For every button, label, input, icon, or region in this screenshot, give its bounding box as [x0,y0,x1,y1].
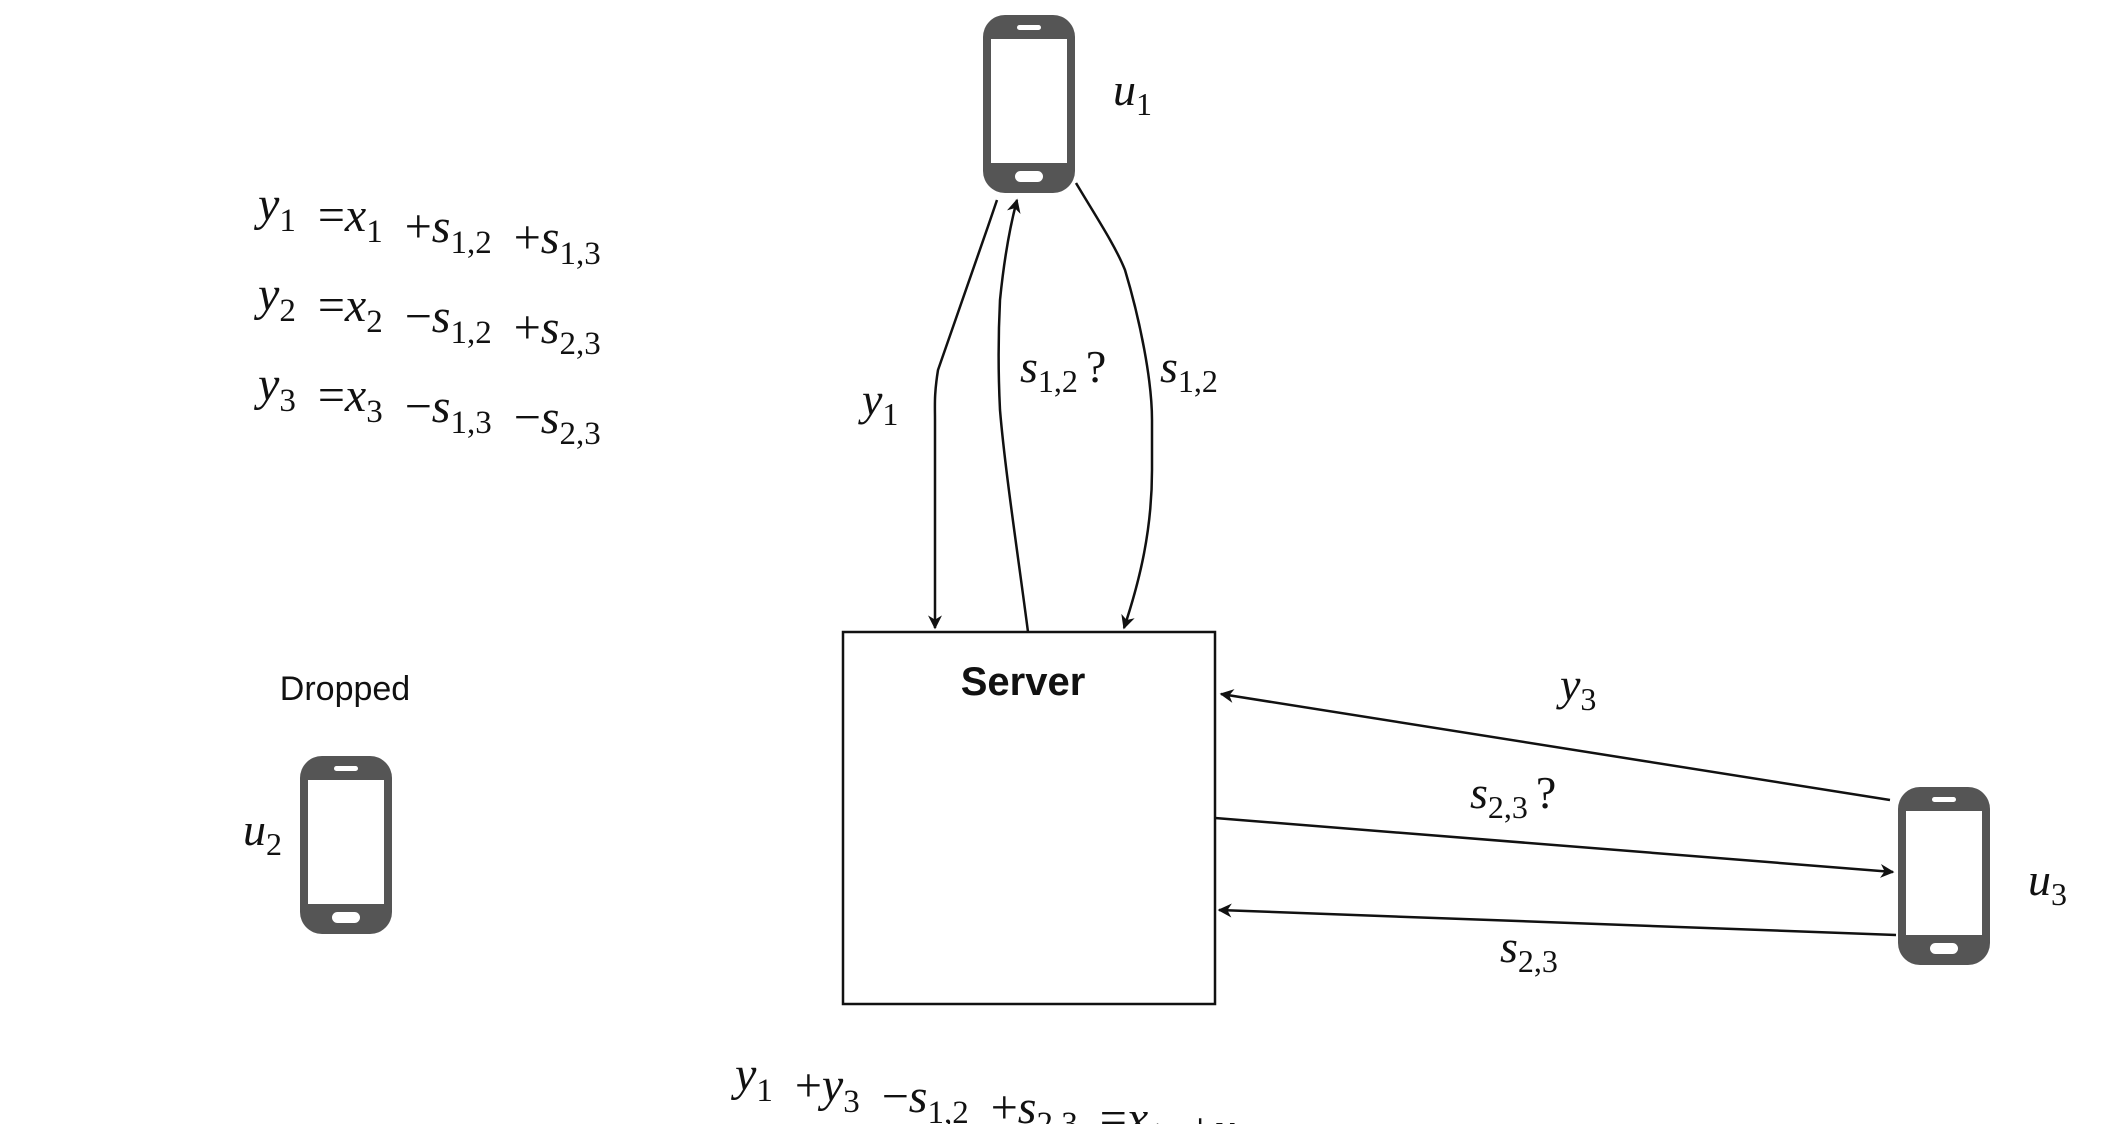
equation-y1: y1=x1+s1,2+s1,3 [253,178,601,272]
dropped-label: Dropped [280,670,410,708]
device-label-u2: u2 [243,804,282,862]
edge-label-s12: s1,2 [1160,341,1218,399]
phone-u2-icon [300,756,392,934]
device-label-u1: u1 [1113,64,1152,122]
edge-label-y1: y1 [858,374,898,432]
server-label: Server [961,660,1086,704]
equation-list: y1=x1+s1,2+s1,3 y2=x2−s1,2+s2,3 y3=x3−s1… [253,178,601,452]
equation-y2: y2=x2−s1,2+s2,3 [253,268,601,362]
edge-s12-u1-to-server [1074,182,1154,630]
equation-y3: y3=x3−s1,3−s2,3 [253,358,601,452]
edge-label-s23: s2,3 [1500,921,1558,979]
phone-u1-icon [983,15,1075,193]
edge-y3-u3-to-server [1219,689,1891,802]
edge-label-s23-query: s2,3? [1470,767,1556,825]
device-label-u3: u3 [2028,854,2067,912]
edge-s12-query-server-to-u1 [997,198,1030,633]
server-box [841,630,1217,1006]
edge-s23-query-server-to-u3 [1214,816,1895,878]
edge-label-y3: y3 [1556,659,1596,717]
edge-s23-u3-to-server [1217,903,1897,937]
edge-y1-u1-to-server [928,199,999,630]
phone-u3-icon [1898,787,1990,965]
edge-label-s12-query: s1,2? [1020,341,1106,399]
bottom-equation: y1+y3−s1,2+s2,3=x1+x3 [730,1048,1252,1124]
